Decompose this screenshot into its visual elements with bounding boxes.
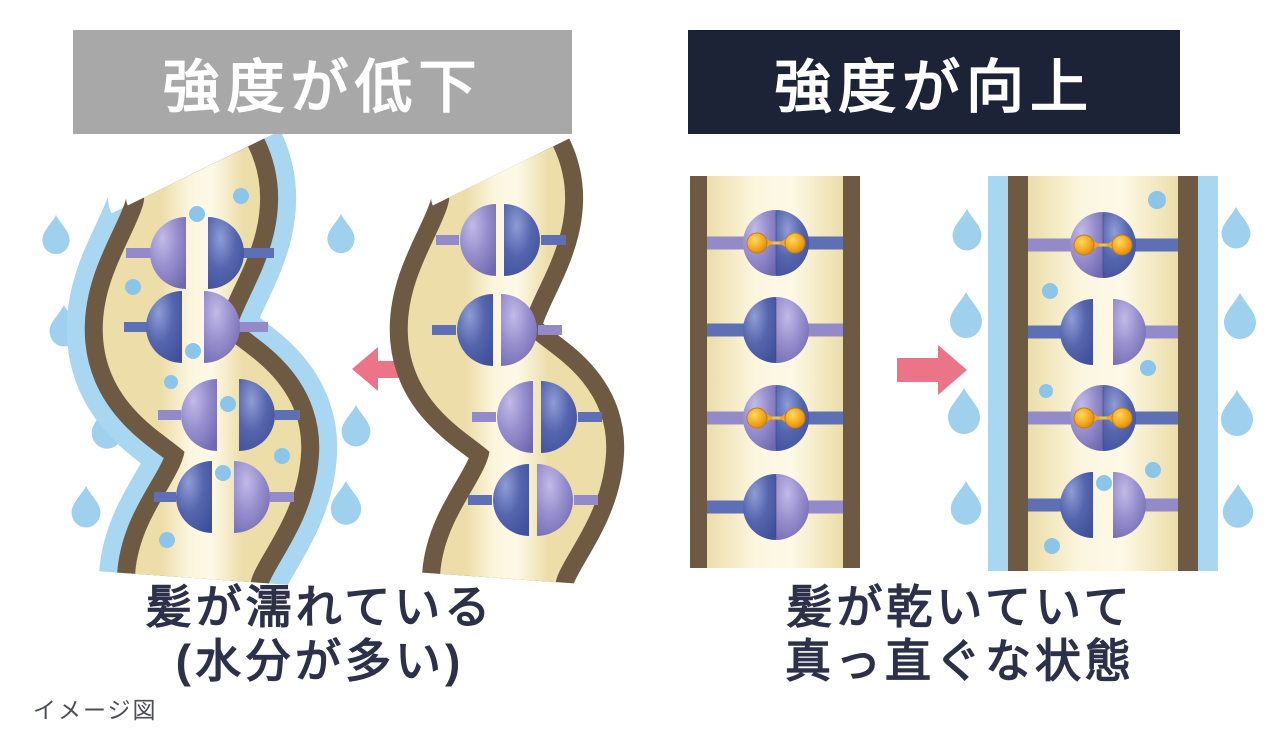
right-panel-illustration xyxy=(690,176,1256,571)
mixed-bond-spheres xyxy=(1028,212,1178,538)
closed-bond-spheres xyxy=(432,204,602,536)
strong-bond-icon xyxy=(746,232,806,254)
left-caption-line1: 髪が濡れている xyxy=(145,581,495,633)
wet-wavy-hair-strand xyxy=(66,172,337,578)
bonded-spheres xyxy=(707,210,843,540)
strong-bond-icon xyxy=(1073,234,1133,256)
water-molecules-inside xyxy=(1039,191,1166,554)
right-caption-line1: 髪が乾いていて xyxy=(786,581,1134,633)
water-molecules-inside xyxy=(125,188,290,548)
left-panel-header: 強度が低下 xyxy=(73,30,572,134)
wet-straight-hair-strand xyxy=(988,176,1218,571)
strong-bond-icon xyxy=(746,407,806,429)
right-panel-header: 強度が向上 xyxy=(688,30,1180,134)
left-panel-illustration xyxy=(42,172,602,578)
left-panel-caption: 髪が濡れている (水分が多い) xyxy=(40,580,600,688)
strong-bond-icon xyxy=(1073,407,1133,429)
image-note: イメージ図 xyxy=(33,697,158,723)
right-panel-caption: 髪が乾いていて 真っ直ぐな状態 xyxy=(680,580,1240,688)
right-arrow-icon xyxy=(897,345,967,395)
right-caption-line2: 真っ直ぐな状態 xyxy=(785,635,1135,687)
broken-bond-spheres xyxy=(124,206,300,533)
dry-wavy-hair-strand xyxy=(432,172,602,578)
left-caption-line2: (水分が多い) xyxy=(175,635,465,687)
dry-straight-hair-strand xyxy=(690,176,860,568)
